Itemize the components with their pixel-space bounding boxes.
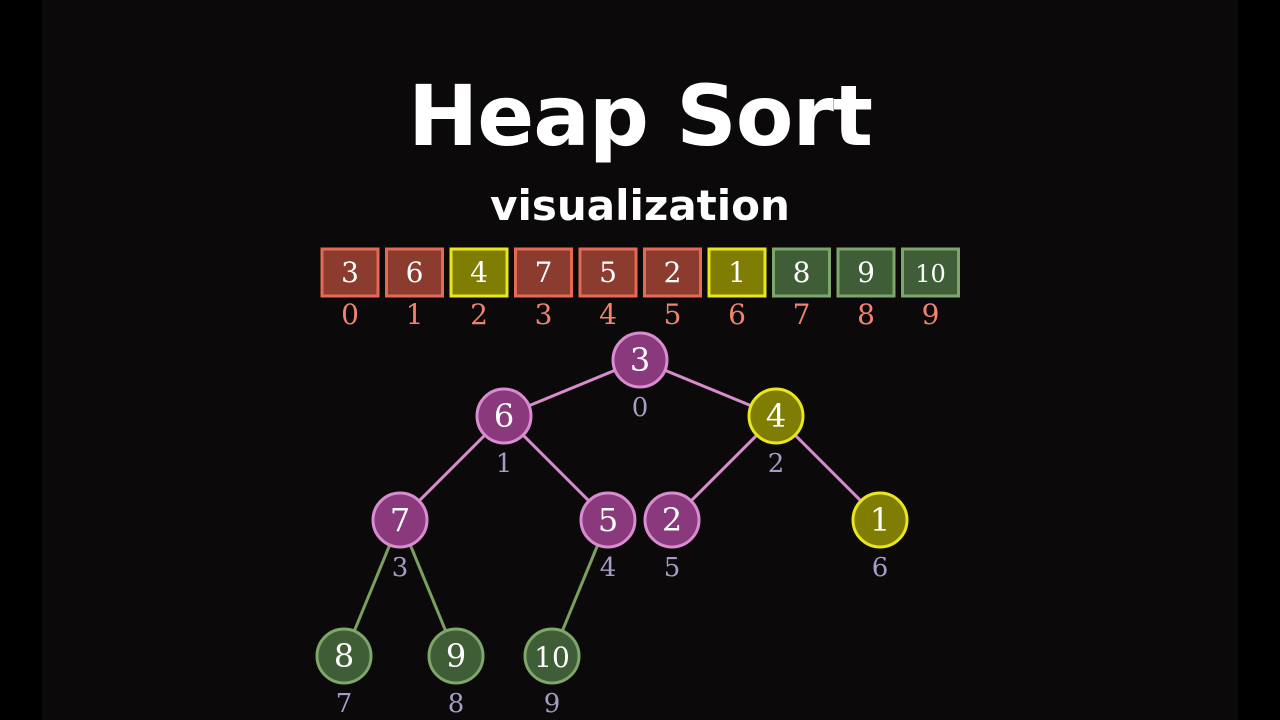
- tree-node-value-6: 1: [870, 501, 890, 539]
- array-index-5: 5: [664, 298, 682, 331]
- array-cell-6: [707, 247, 767, 298]
- tree-node-index-1: 1: [496, 449, 513, 479]
- array-cell-8: [836, 247, 896, 298]
- array-index-4: 4: [599, 298, 617, 331]
- array-value-5: 2: [664, 256, 682, 289]
- tree-node-index-3: 3: [392, 553, 409, 583]
- tree-node-2: [747, 387, 805, 445]
- array-value-7: 8: [793, 256, 811, 289]
- array-value-6: 1: [728, 256, 746, 289]
- array-cell-5: [643, 247, 702, 298]
- tree-node-1: [475, 387, 533, 445]
- tree-node-value-1: 6: [494, 397, 514, 435]
- tree-node-6: [851, 491, 909, 549]
- array-index-6: 6: [728, 298, 746, 331]
- array-cell-1: [385, 247, 444, 298]
- tree-node-0: [611, 331, 669, 389]
- array-value-2: 4: [470, 256, 488, 289]
- tree-node-value-9: 10: [534, 641, 570, 674]
- array-cell-2: [449, 247, 509, 298]
- array-value-3: 7: [535, 256, 553, 289]
- tree-node-9: [523, 627, 581, 685]
- tree-node-value-5: 2: [662, 501, 682, 539]
- array-cell-0: [320, 247, 380, 298]
- tree-node-value-7: 8: [334, 637, 354, 675]
- tree-node-7: [315, 627, 373, 685]
- array-index-7: 7: [793, 298, 811, 331]
- array-value-9: 10: [915, 260, 946, 288]
- page-subtitle: visualization: [490, 181, 790, 230]
- array-index-0: 0: [341, 298, 359, 331]
- array-value-1: 6: [406, 256, 424, 289]
- tree-nodes: 3 0 6 1 4 2 7 3 5 4 2 5 1 6 8 7 9 8 10 9: [315, 331, 909, 719]
- tree-node-index-2: 2: [768, 449, 785, 479]
- tree-node-value-3: 7: [390, 501, 410, 539]
- tree-node-value-2: 4: [766, 397, 786, 435]
- array-value-8: 9: [857, 256, 875, 289]
- tree-node-index-0: 0: [632, 393, 649, 423]
- array-value-0: 3: [341, 256, 359, 289]
- array-cell-9: [901, 247, 960, 298]
- tree-node-index-4: 4: [600, 553, 617, 583]
- array-index-9: 9: [922, 298, 940, 331]
- tree-node-3: [371, 491, 429, 549]
- tree-node-index-9: 9: [544, 689, 561, 719]
- tree-node-index-7: 7: [336, 689, 353, 719]
- tree-node-index-8: 8: [448, 689, 465, 719]
- tree-node-value-4: 5: [598, 501, 618, 539]
- array-value-4: 5: [599, 256, 617, 289]
- tree-node-8: [427, 627, 485, 685]
- tree-node-5: [643, 491, 701, 549]
- array-cell-3: [514, 247, 573, 298]
- page-title: Heap Sort: [407, 67, 873, 165]
- array-index-1: 1: [406, 298, 424, 331]
- array-cell-4: [578, 247, 638, 298]
- array-index-8: 8: [857, 298, 875, 331]
- tree-node-value-0: 3: [630, 341, 650, 379]
- array-index-3: 3: [535, 298, 553, 331]
- array-index-2: 2: [470, 298, 488, 331]
- tree-node-4: [579, 491, 637, 549]
- array-cell-7: [772, 247, 831, 298]
- tree-node-value-8: 9: [446, 637, 466, 675]
- tree-node-index-5: 5: [664, 553, 681, 583]
- tree-node-index-6: 6: [872, 553, 889, 583]
- array-row: 3 0 6 1 4 2 7 3 5 4 2 5 1 6 8 7 9 8 10 9: [320, 247, 960, 331]
